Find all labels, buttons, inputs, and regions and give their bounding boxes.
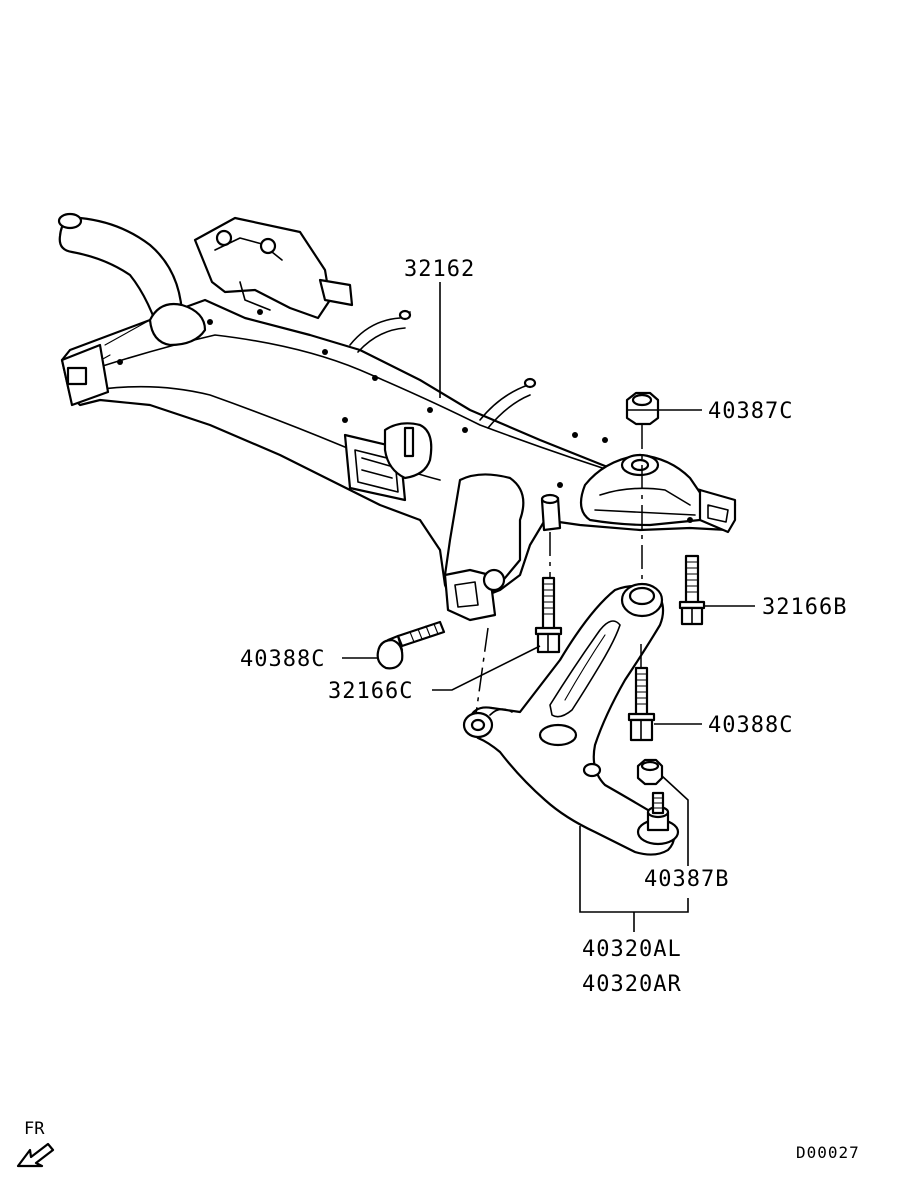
lower-arm-illustration bbox=[462, 582, 680, 856]
label-32166b: 32166B bbox=[762, 595, 847, 620]
label-40388c-left: 40388C bbox=[240, 647, 325, 672]
label-32162: 32162 bbox=[404, 257, 475, 282]
bolt-40388c-left-illustration bbox=[376, 620, 446, 670]
leader-lines bbox=[342, 282, 755, 932]
label-40387b: 40387B bbox=[644, 867, 729, 892]
nut-40387b-illustration bbox=[636, 758, 664, 786]
label-40388c-lower: 40388C bbox=[708, 713, 793, 738]
label-32166c: 32166C bbox=[328, 679, 413, 704]
fr-label: FR bbox=[24, 1119, 45, 1139]
label-40387c: 40387C bbox=[708, 399, 793, 424]
bolt-32166c-illustration bbox=[534, 576, 563, 654]
assembly-lines bbox=[475, 425, 643, 715]
label-40320al: 40320AL bbox=[582, 937, 682, 962]
bolt-40388c-lower-illustration bbox=[627, 666, 656, 742]
front-arrow-icon bbox=[16, 1142, 55, 1168]
label-40320ar: 40320AR bbox=[582, 972, 682, 997]
bolt-32166b-illustration bbox=[678, 554, 706, 626]
crossmember-illustration bbox=[57, 212, 737, 622]
nut-40387c-illustration bbox=[625, 391, 660, 426]
diagram-code: D00027 bbox=[796, 1143, 860, 1162]
